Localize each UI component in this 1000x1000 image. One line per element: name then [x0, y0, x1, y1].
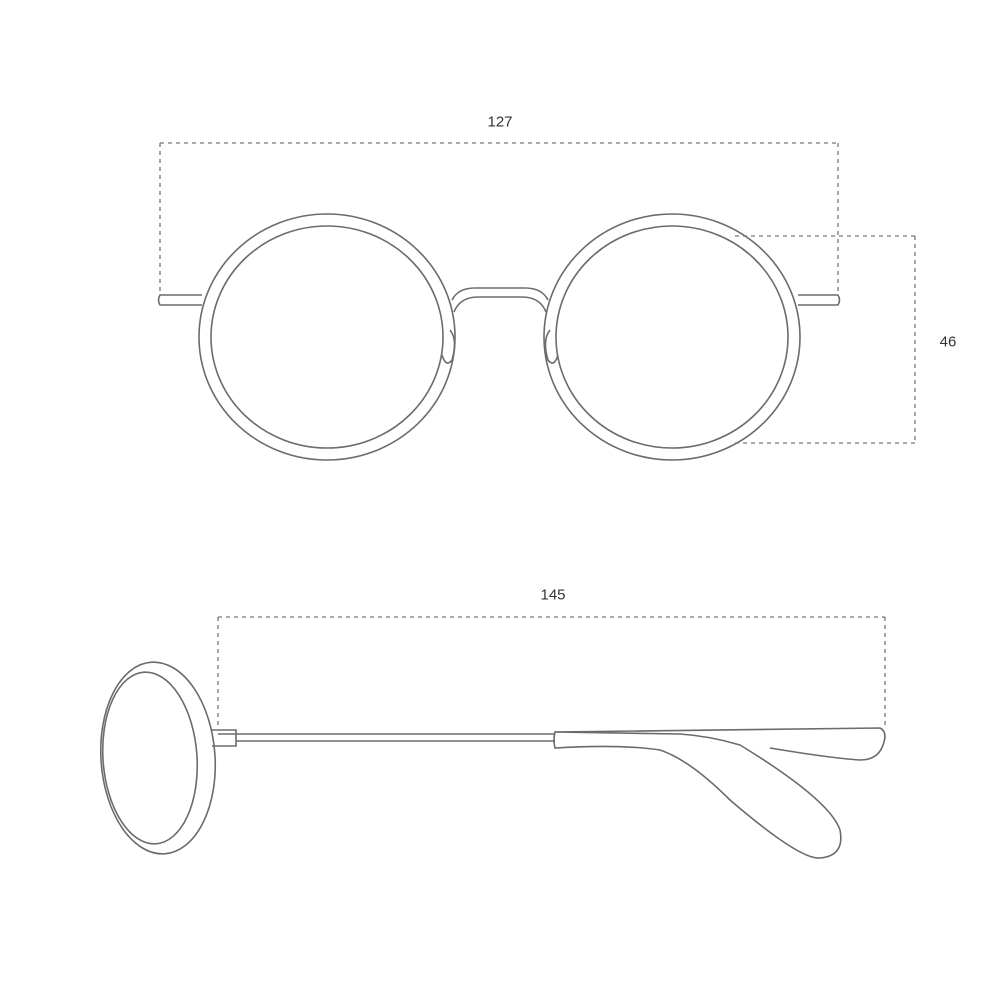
right-temple-stub [798, 294, 841, 306]
left-nose-pad [441, 329, 456, 364]
left-rim-outer [198, 213, 456, 461]
left-rim-inner [210, 225, 444, 449]
front-view [157, 213, 841, 461]
left-temple-stub [157, 294, 202, 306]
right-rim-inner [555, 225, 789, 449]
side-rim-inner [101, 671, 199, 845]
bridge [451, 287, 549, 313]
length-dimension [217, 616, 886, 728]
height-label: 46 [939, 333, 957, 351]
temple-tip [553, 727, 886, 859]
temple-length-label: 145 [540, 586, 566, 604]
height-dimension [735, 235, 916, 444]
right-rim-outer [543, 213, 801, 461]
temple-arm [236, 733, 555, 742]
side-rim-outer [99, 661, 217, 855]
side-view [99, 661, 886, 859]
width-dimension [159, 142, 839, 293]
width-label: 127 [487, 113, 513, 131]
right-nose-pad [544, 329, 559, 364]
hinge [212, 729, 237, 747]
